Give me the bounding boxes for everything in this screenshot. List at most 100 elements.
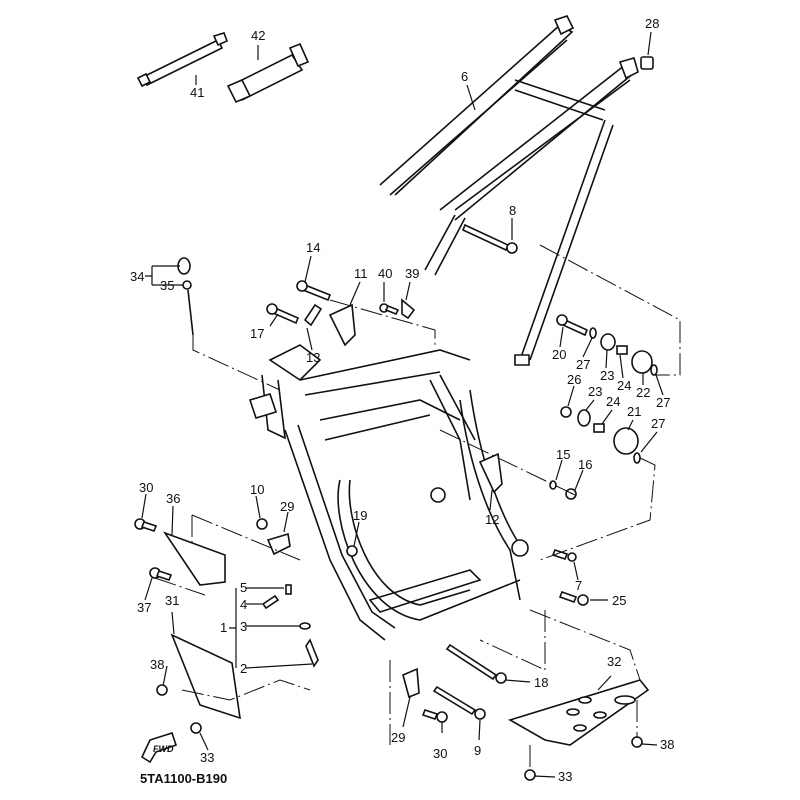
label-27a: 27 xyxy=(576,357,590,372)
label-3: 3 xyxy=(240,619,247,634)
fwd-arrow-icon: FWD xyxy=(140,731,178,764)
washer-27b xyxy=(650,364,658,376)
roller-22 xyxy=(631,350,653,374)
bolt-30b xyxy=(421,709,448,723)
label-35: 35 xyxy=(160,278,174,293)
bearing-23a xyxy=(600,333,616,351)
bolt-30a xyxy=(134,518,158,532)
bolt-38b xyxy=(631,736,643,748)
label-13: 13 xyxy=(306,350,320,365)
diagram-code: 5TA1100-B190 xyxy=(140,771,227,786)
socket-tool-42 xyxy=(226,42,310,104)
label-19: 19 xyxy=(353,508,367,523)
rear-frame-6 xyxy=(379,15,639,366)
bracket-29a xyxy=(266,532,291,556)
bolt-14 xyxy=(296,280,332,302)
label-29a: 29 xyxy=(280,499,294,514)
label-42: 42 xyxy=(251,28,265,43)
label-27b: 27 xyxy=(656,395,670,410)
bolt-38a xyxy=(156,684,168,696)
plate-31 xyxy=(170,633,241,720)
label-16: 16 xyxy=(578,457,592,472)
label-34: 34 xyxy=(130,269,144,284)
label-2: 2 xyxy=(240,661,247,676)
bracket-12 xyxy=(478,452,503,494)
label-12: 12 xyxy=(485,512,499,527)
part-labels: 41 42 6 28 8 34 35 14 11 40 39 17 13 20 … xyxy=(130,16,674,784)
bolt-37 xyxy=(149,567,173,581)
label-31: 31 xyxy=(165,593,179,608)
collar-13 xyxy=(303,303,323,327)
bolt-33a xyxy=(190,722,202,734)
label-23b: 23 xyxy=(588,384,602,399)
skid-plate-32 xyxy=(507,679,650,746)
pin-2 xyxy=(305,638,319,668)
label-41: 41 xyxy=(190,85,204,100)
label-33a: 33 xyxy=(200,750,214,765)
bolt-4 xyxy=(261,594,280,610)
label-8: 8 xyxy=(509,203,516,218)
label-20: 20 xyxy=(552,347,566,362)
label-40: 40 xyxy=(378,266,392,281)
label-27c: 27 xyxy=(651,416,665,431)
label-11: 11 xyxy=(354,266,368,281)
label-23a: 23 xyxy=(600,368,614,383)
label-18: 18 xyxy=(534,675,548,690)
bolt-8 xyxy=(461,223,518,254)
washer-27c xyxy=(633,452,641,464)
nut-10 xyxy=(256,518,268,530)
clamp-39 xyxy=(401,298,416,320)
label-24b: 24 xyxy=(606,394,620,409)
label-37: 37 xyxy=(137,600,151,615)
bracket-29b xyxy=(402,667,420,699)
bolt-40 xyxy=(379,303,400,316)
label-17: 17 xyxy=(250,326,264,341)
label-32: 32 xyxy=(607,654,621,669)
label-33b: 33 xyxy=(558,769,572,784)
label-21: 21 xyxy=(627,404,641,419)
spring-5 xyxy=(285,584,292,595)
guard-36 xyxy=(162,531,226,586)
cable-assembly-34 xyxy=(177,257,194,336)
collar-24a xyxy=(616,345,628,355)
label-7: 7 xyxy=(575,578,582,593)
bolt-25 xyxy=(558,590,589,606)
washer-27a xyxy=(589,327,597,339)
label-30a: 30 xyxy=(139,480,153,495)
bolt-9 xyxy=(432,685,486,720)
label-24a: 24 xyxy=(617,378,631,393)
washer-3 xyxy=(299,622,311,630)
nut-19 xyxy=(346,545,358,557)
label-38a: 38 xyxy=(150,657,164,672)
nut-28 xyxy=(640,56,654,70)
roller-21 xyxy=(613,427,639,455)
label-36: 36 xyxy=(166,491,180,506)
bolt-20 xyxy=(556,314,589,337)
main-frame xyxy=(248,344,529,641)
bolt-17 xyxy=(266,303,300,325)
label-28: 28 xyxy=(645,16,659,31)
label-6: 6 xyxy=(461,69,468,84)
bolt-7 xyxy=(551,549,577,562)
label-10: 10 xyxy=(250,482,264,497)
label-22: 22 xyxy=(636,385,650,400)
label-15: 15 xyxy=(556,447,570,462)
bearing-23b xyxy=(577,409,591,427)
leader-lines xyxy=(141,31,664,778)
nut-16 xyxy=(565,488,577,500)
collar-24b xyxy=(593,423,605,433)
wrench-41 xyxy=(136,32,229,88)
label-4: 4 xyxy=(240,597,247,612)
label-26: 26 xyxy=(567,372,581,387)
label-1: 1 xyxy=(220,620,227,635)
label-9: 9 xyxy=(474,743,481,758)
bolt-18 xyxy=(445,643,507,684)
label-30b: 30 xyxy=(433,746,447,761)
label-5: 5 xyxy=(240,580,247,595)
bracket-11 xyxy=(328,303,356,347)
assembly-lines xyxy=(154,244,681,770)
nut-26 xyxy=(560,406,572,418)
label-39: 39 xyxy=(405,266,419,281)
label-29b: 29 xyxy=(391,730,405,745)
